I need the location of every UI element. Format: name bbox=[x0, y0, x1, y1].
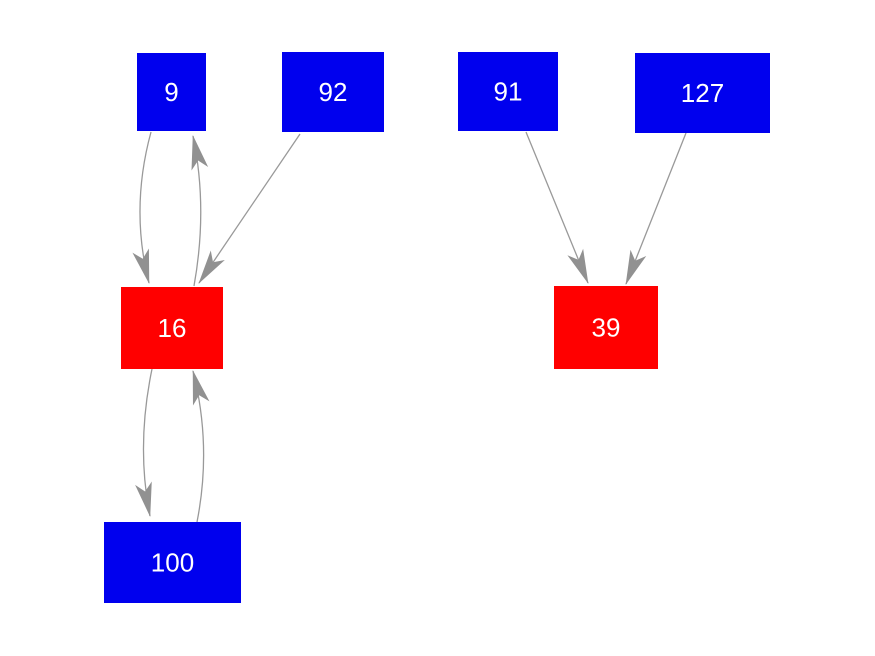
node-127[interactable]: 127 bbox=[635, 53, 770, 133]
edge-127-to-39 bbox=[625, 132, 687, 285]
node-box-92[interactable] bbox=[282, 52, 384, 132]
node-16[interactable]: 16 bbox=[121, 287, 223, 369]
node-92[interactable]: 92 bbox=[282, 52, 384, 132]
node-39[interactable]: 39 bbox=[554, 286, 658, 369]
edge-9-to-16 bbox=[132, 131, 152, 284]
edge-16-to-100 bbox=[135, 368, 153, 517]
edge-16-to-9 bbox=[191, 135, 209, 287]
node-box-39[interactable] bbox=[554, 286, 658, 369]
edge-92-to-16 bbox=[198, 133, 301, 284]
node-box-91[interactable] bbox=[458, 52, 558, 131]
node-9[interactable]: 9 bbox=[137, 53, 206, 131]
node-box-100[interactable] bbox=[104, 522, 241, 603]
node-91[interactable]: 91 bbox=[458, 52, 558, 131]
node-100[interactable]: 100 bbox=[104, 522, 241, 603]
edge-layer bbox=[132, 131, 687, 523]
node-box-9[interactable] bbox=[137, 53, 206, 131]
edge-91-to-39 bbox=[525, 131, 589, 284]
node-box-127[interactable] bbox=[635, 53, 770, 133]
node-layer: 9 92 91 127 16 39 100 bbox=[104, 52, 770, 603]
edge-100-to-16 bbox=[192, 370, 210, 523]
node-box-16[interactable] bbox=[121, 287, 223, 369]
